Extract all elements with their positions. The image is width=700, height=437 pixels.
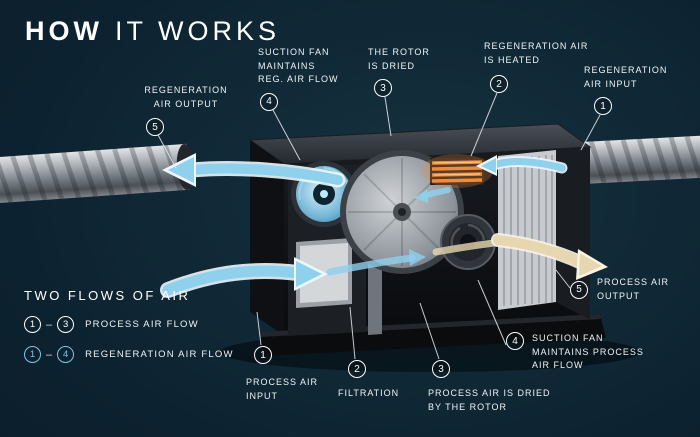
flow-arrow-regeneration-input xyxy=(476,155,568,176)
callout-label: SUCTION FAN MAINTAINS PROCESS AIR FLOW xyxy=(532,332,644,373)
leader-suction-fan-reg xyxy=(272,109,301,161)
callout-line: REGENERATION xyxy=(144,85,228,95)
callout-line: OUTPUT xyxy=(597,290,640,301)
callout-line: PROCESS AIR xyxy=(597,277,670,287)
legend-row-process-air-flow: 1 – 3 PROCESS AIR FLOW xyxy=(24,316,234,333)
callout-line: PROCESS AIR xyxy=(246,377,319,387)
callout-regeneration-air-input: REGENERATION AIR INPUT 1 xyxy=(584,64,667,115)
callout-line: AIR INPUT xyxy=(584,78,638,89)
callout-label: SUCTION FAN MAINTAINS REG. AIR FLOW xyxy=(258,46,339,87)
leader-lines xyxy=(157,92,601,360)
callout-number-badge: 1 xyxy=(254,346,272,364)
callout-line: THE ROTOR xyxy=(368,47,430,57)
callout-process-air-dried: 3 PROCESS AIR IS DRIED BY THE ROTOR xyxy=(428,360,551,414)
callout-label: REGENERATION AIR IS HEATED xyxy=(484,40,588,67)
callout-number-badge: 1 xyxy=(594,97,612,115)
callout-line: IS HEATED xyxy=(484,54,540,65)
callout-suction-fan-process: 4 SUCTION FAN MAINTAINS PROCESS AIR FLOW xyxy=(506,332,644,373)
callout-number-badge: 2 xyxy=(490,75,508,93)
legend-row-label: REGENERATION AIR FLOW xyxy=(85,349,234,360)
callout-line: REGENERATION AIR xyxy=(484,41,589,51)
callout-line: REGENERATION xyxy=(584,65,668,75)
leader-reg-air-output xyxy=(157,134,177,169)
legend: TWO FLOWS OF AIR 1 – 3 PROCESS AIR FLOW … xyxy=(24,288,234,363)
title-strong: HOW xyxy=(25,16,103,46)
callout-regeneration-air-output: REGENERATION AIR OUTPUT 5 xyxy=(130,84,242,136)
leader-filtration xyxy=(349,306,356,360)
callout-number-badge: 5 xyxy=(570,280,588,299)
callout-line: BY THE ROTOR xyxy=(428,401,508,412)
legend-number-badge: 3 xyxy=(57,316,75,333)
leader-reg-air-heated xyxy=(470,92,498,157)
leader-process-air-dried xyxy=(419,302,440,360)
callout-label: REGENERATION AIR OUTPUT xyxy=(144,84,227,111)
callout-number-badge: 5 xyxy=(146,118,164,136)
callout-rotor-dried: THE ROTOR IS DRIED 3 xyxy=(368,46,430,97)
callout-label: PROCESS AIR OUTPUT xyxy=(597,276,669,303)
leader-reg-air-input xyxy=(580,114,601,151)
callout-line: AIR FLOW xyxy=(532,360,584,370)
legend-number-badge: 1 xyxy=(24,316,41,333)
callout-line: INPUT xyxy=(246,390,278,401)
callout-line: IS DRIED xyxy=(368,60,416,71)
legend-number-badge: 1 xyxy=(24,346,41,363)
callout-line: MAINTAINS PROCESS xyxy=(532,346,644,357)
callout-filtration: 2 FILTRATION xyxy=(338,360,399,401)
legend-row-regeneration-air-flow: 1 – 4 REGENERATION AIR FLOW xyxy=(24,346,234,363)
callout-number-badge: 2 xyxy=(348,360,366,378)
callout-process-air-input: 1 PROCESS AIR INPUT xyxy=(246,346,318,403)
flow-arrows xyxy=(160,153,608,298)
flow-arrow-process-mid xyxy=(326,239,498,276)
flow-arrow-regeneration-output xyxy=(162,153,346,188)
callout-regeneration-air-heated: REGENERATION AIR IS HEATED 2 xyxy=(484,40,588,93)
callout-label: PROCESS AIR IS DRIED BY THE ROTOR xyxy=(428,387,551,414)
page-title: HOW IT WORKS xyxy=(25,16,280,47)
flow-arrow-process-input xyxy=(160,257,328,298)
title-light: IT WORKS xyxy=(114,16,280,46)
callout-line: REG. AIR FLOW xyxy=(258,74,339,84)
callout-process-air-output: 5 PROCESS AIR OUTPUT xyxy=(570,276,669,303)
heater-element xyxy=(421,154,493,188)
callout-label: THE ROTOR IS DRIED xyxy=(368,46,430,73)
legend-row-label: PROCESS AIR FLOW xyxy=(85,319,199,330)
callout-suction-fan-reg: SUCTION FAN MAINTAINS REG. AIR FLOW 4 xyxy=(258,46,339,111)
callout-number-badge: 4 xyxy=(506,332,524,350)
callout-number-badge: 4 xyxy=(260,92,278,111)
callout-line: MAINTAINS xyxy=(258,60,316,71)
callout-line: FILTRATION xyxy=(338,388,400,398)
left-duct xyxy=(0,143,195,206)
legend-title: TWO FLOWS OF AIR xyxy=(24,288,191,303)
leader-rotor-dried xyxy=(384,96,392,137)
callout-line: AIR OUTPUT xyxy=(153,98,219,109)
flow-arrow-dried-air xyxy=(414,187,451,203)
process-fan-impeller xyxy=(440,214,496,270)
leader-suction-fan-process xyxy=(477,279,507,346)
callout-line: SUCTION FAN xyxy=(532,333,604,343)
callout-line: SUCTION FAN xyxy=(258,47,330,57)
legend-range-dash: – xyxy=(46,318,53,331)
callout-line: PROCESS AIR IS DRIED xyxy=(428,388,551,398)
callout-label: REGENERATION AIR INPUT xyxy=(584,64,667,91)
leader-process-air-output xyxy=(555,269,571,289)
grille-panel xyxy=(498,150,556,310)
flow-arrow-process-output xyxy=(491,233,608,280)
legend-range-dash: – xyxy=(46,348,53,361)
callout-label: FILTRATION xyxy=(338,387,399,401)
legend-number-badge: 4 xyxy=(57,346,75,363)
callout-label: PROCESS AIR INPUT xyxy=(246,376,318,403)
callout-number-badge: 3 xyxy=(432,360,450,378)
callout-number-badge: 3 xyxy=(374,79,392,97)
leader-process-air-input xyxy=(256,311,262,346)
